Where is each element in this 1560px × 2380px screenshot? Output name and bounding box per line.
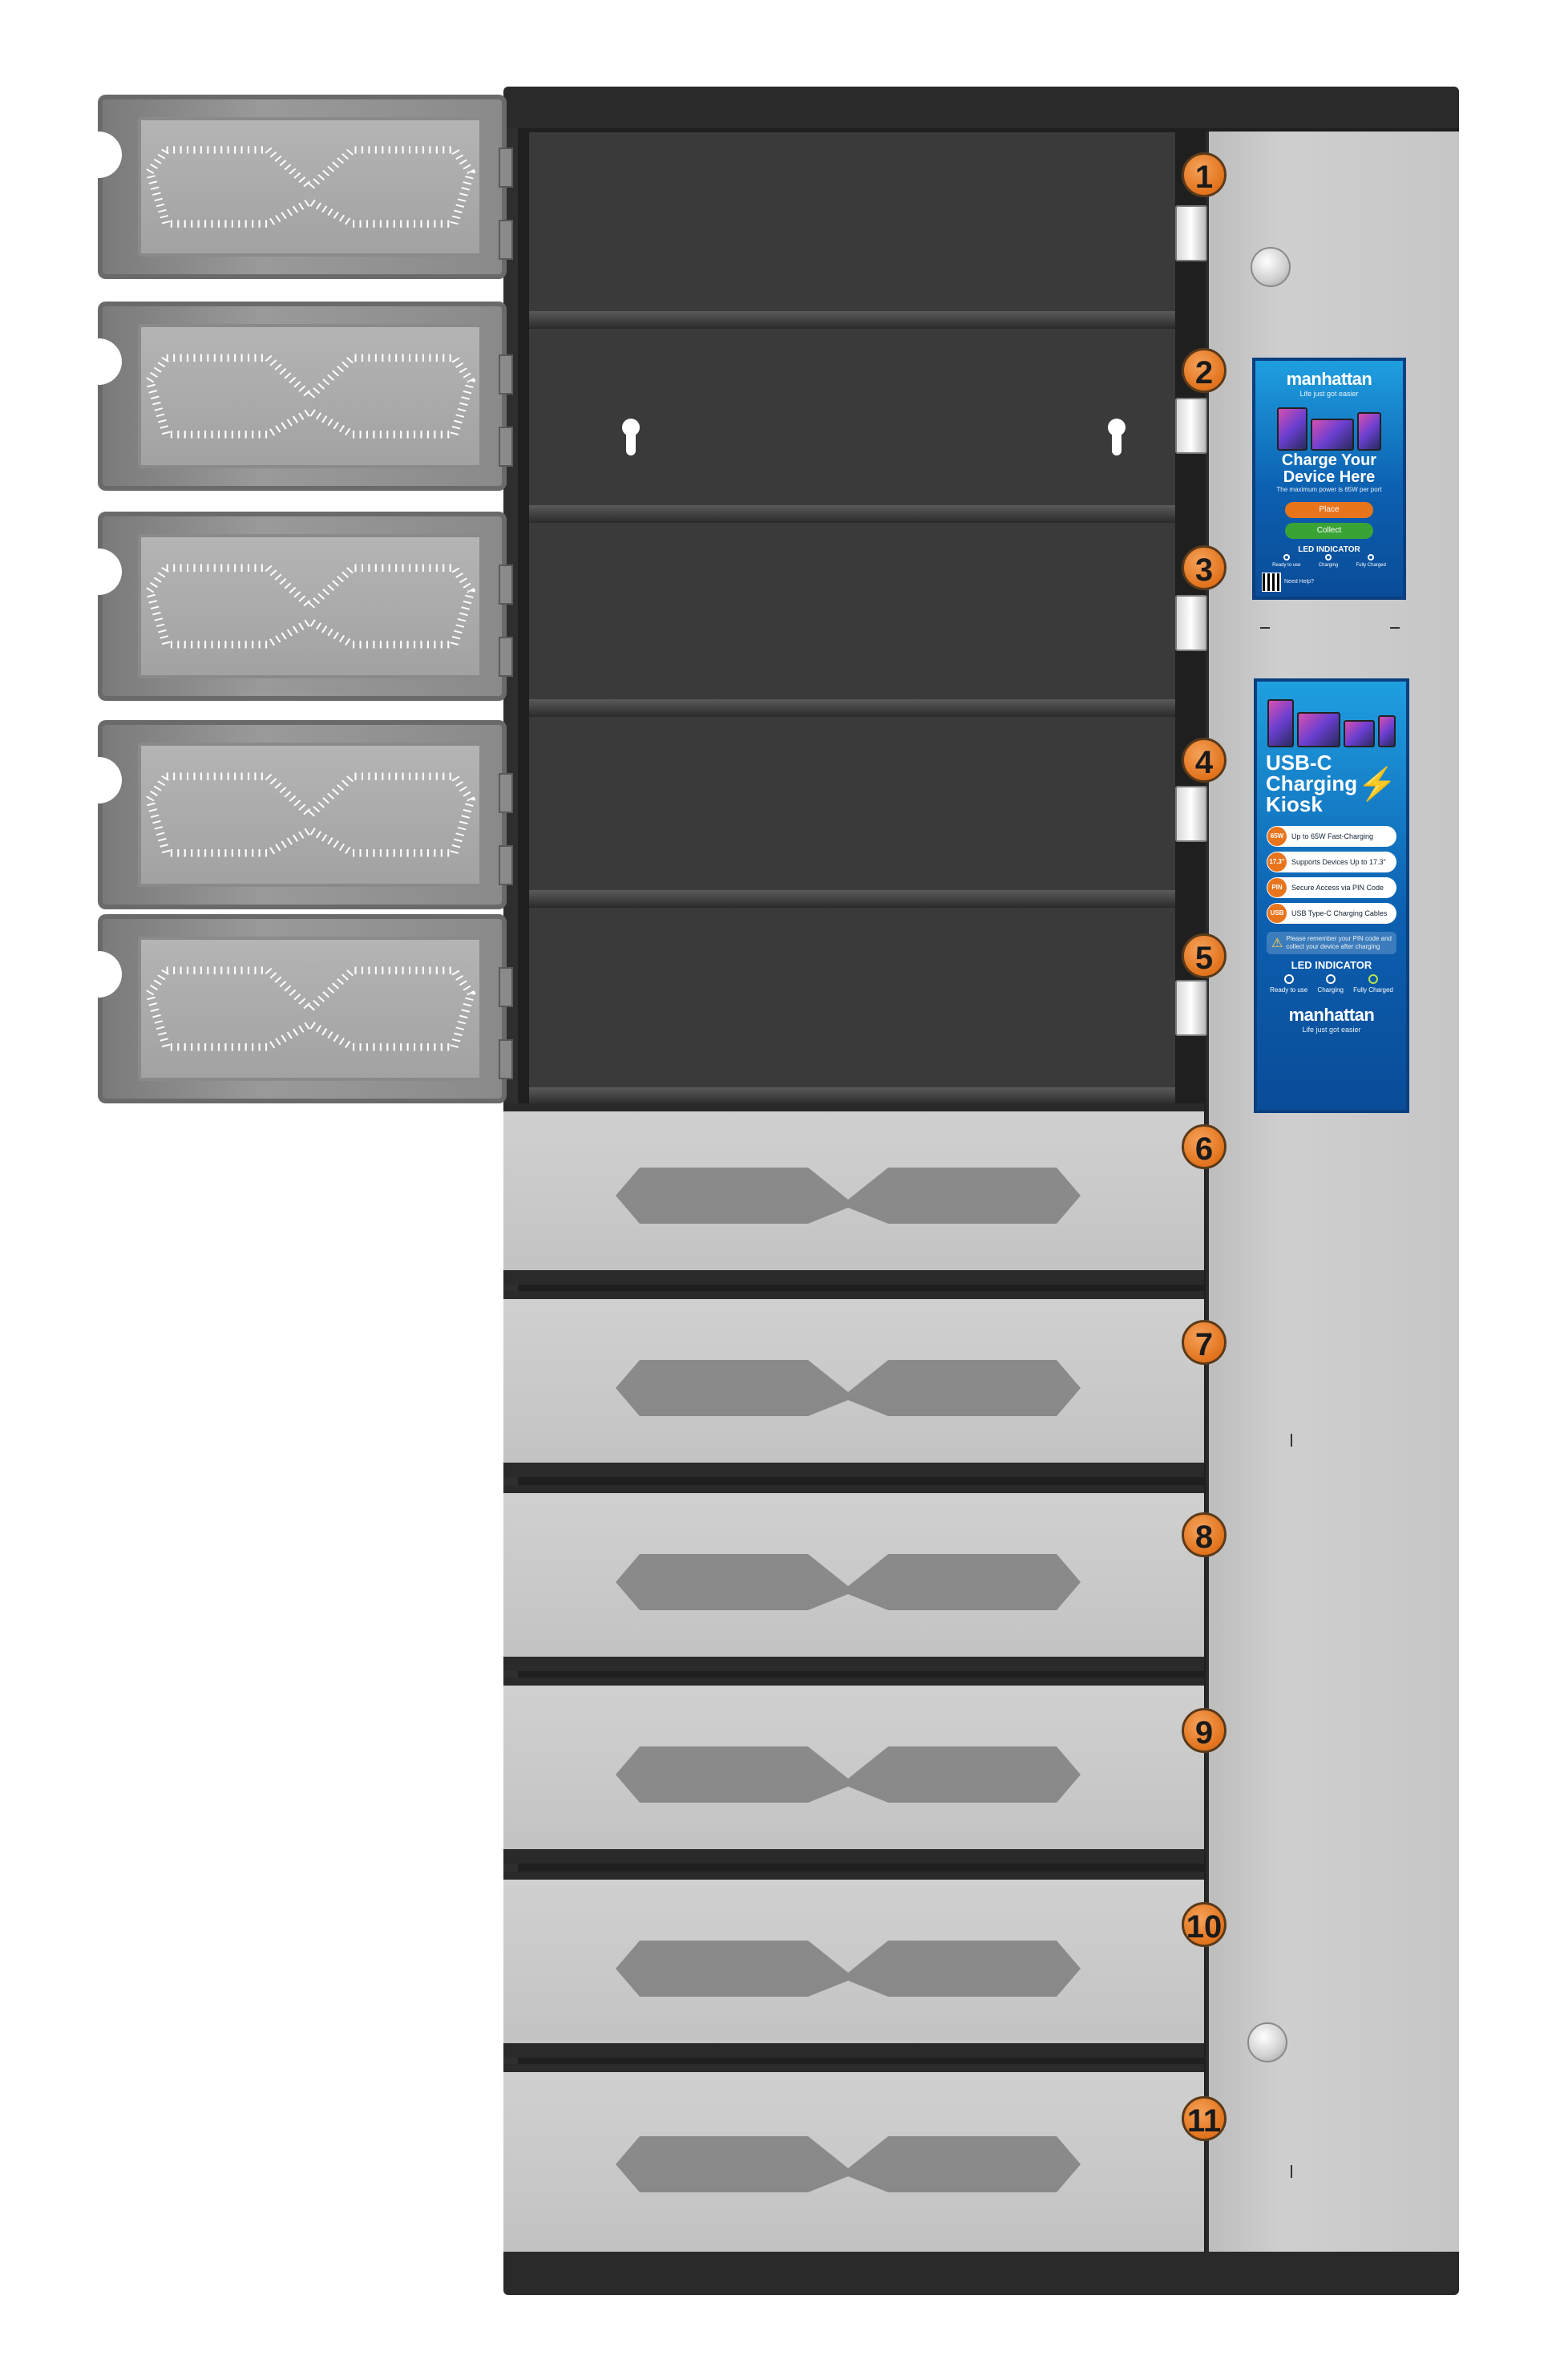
poster-title: USB-C	[1266, 751, 1332, 775]
compartment-number-badge: 3	[1182, 545, 1227, 590]
vent-pattern-icon	[144, 146, 476, 228]
shelf	[529, 505, 1175, 523]
panel-mark	[1260, 627, 1270, 629]
compartment-number-badge: 8	[1182, 1512, 1227, 1557]
poster-charge-here: manhattan Life just got easier Charge Yo…	[1252, 358, 1406, 600]
led-ready-icon	[1283, 974, 1294, 984]
collect-label: Collect	[1285, 523, 1373, 539]
shelf	[529, 699, 1175, 717]
open-door-5[interactable]	[98, 914, 513, 1103]
poster-title: Device Here	[1283, 468, 1376, 486]
poster-title: Charging	[1266, 771, 1358, 795]
compartment-number-badge: 6	[1182, 1124, 1227, 1169]
cabinet-top	[503, 87, 1459, 132]
panel-mark	[1390, 627, 1400, 629]
led-indicator-heading: LED INDICATOR	[1291, 959, 1372, 971]
closed-door-9[interactable]	[503, 1678, 1204, 1864]
open-door-2[interactable]	[98, 302, 513, 491]
led-states: Ready to use Charging Fully Charged	[1255, 554, 1403, 568]
brand-slogan: Life just got easier	[1299, 390, 1359, 398]
feature-icon: 65W	[1267, 827, 1287, 846]
led-full-icon	[1368, 554, 1375, 561]
pin-warning: ⚠ Please remember your PIN code and coll…	[1267, 932, 1396, 954]
poster-title: Charge Your	[1281, 451, 1377, 469]
devices-illustration-icon	[1267, 690, 1396, 747]
brand-slogan: Life just got easier	[1302, 1026, 1361, 1034]
closed-door-8[interactable]	[503, 1485, 1204, 1671]
qr-help: Need Help?	[1262, 573, 1396, 592]
vent-pattern-icon	[144, 354, 476, 439]
compartment-number-badge: 4	[1182, 738, 1227, 783]
poster-subtitle: The maximum power is 65W per port	[1276, 486, 1382, 493]
vent-pattern-icon	[144, 564, 476, 649]
compartment-number-badge: 1	[1182, 152, 1227, 197]
shelf	[529, 311, 1175, 329]
vent-pattern-icon	[616, 1554, 1081, 1610]
shelf	[529, 1087, 1175, 1105]
vent-pattern-icon	[144, 966, 476, 1051]
led-states: Ready to use Charging Fully Charged	[1257, 974, 1406, 994]
brand-logo: manhattan	[1286, 369, 1372, 389]
vent-pattern-icon	[616, 2136, 1081, 2192]
shelf	[529, 890, 1175, 908]
lock-feature-icon: PIN	[1267, 878, 1287, 897]
feature-icon: 17.3"	[1267, 852, 1287, 872]
keyhole-icon	[1108, 419, 1126, 455]
led-full-icon	[1368, 974, 1378, 984]
open-compartments-interior	[529, 132, 1175, 1104]
cabinet-base	[503, 2252, 1459, 2295]
panel-mark	[1291, 2165, 1292, 2178]
place-label: Place	[1285, 502, 1373, 518]
panel-mark	[1291, 1434, 1292, 1447]
compartment-number-badge: 5	[1182, 933, 1227, 978]
latch-1	[1175, 205, 1207, 261]
closed-door-6[interactable]	[503, 1103, 1204, 1285]
latch-5	[1175, 980, 1207, 1036]
cable-feature-icon: USB	[1267, 904, 1287, 923]
compartment-number-badge: 9	[1182, 1708, 1227, 1753]
led-ready-icon	[1283, 554, 1290, 561]
led-indicator-heading: LED INDICATOR	[1298, 545, 1360, 554]
lightning-bolt-icon: ⚡	[1357, 766, 1397, 802]
closed-door-11[interactable]	[503, 2064, 1204, 2253]
closed-door-7[interactable]	[503, 1291, 1204, 1477]
lock-icon[interactable]	[1247, 2022, 1287, 2062]
vent-pattern-icon	[616, 1941, 1081, 1997]
vent-pattern-icon	[616, 1747, 1081, 1803]
led-charging-icon	[1324, 554, 1332, 561]
kiosk-title-block: USB-C Charging Kiosk ⚡	[1257, 752, 1406, 815]
lock-icon[interactable]	[1251, 247, 1291, 287]
devices-illustration-icon	[1273, 403, 1385, 451]
open-door-3[interactable]	[98, 512, 513, 701]
vent-pattern-icon	[616, 1360, 1081, 1416]
latch-4	[1175, 786, 1207, 842]
vent-pattern-icon	[616, 1168, 1081, 1224]
compartment-number-badge: 10	[1182, 1902, 1227, 1947]
latch-2	[1175, 398, 1207, 454]
closed-door-10[interactable]	[503, 1872, 1204, 2058]
qr-code-icon	[1262, 573, 1281, 592]
keyhole-icon	[622, 419, 640, 455]
brand-logo: manhattan	[1288, 1005, 1375, 1025]
latch-3	[1175, 595, 1207, 651]
open-door-1[interactable]	[98, 95, 513, 279]
compartment-number-badge: 2	[1182, 348, 1227, 393]
led-charging-icon	[1325, 974, 1336, 984]
poster-title: Kiosk	[1266, 792, 1323, 816]
compartment-number-badge: 7	[1182, 1320, 1227, 1365]
feature-item: 17.3"Supports Devices Up to 17.3"	[1267, 852, 1396, 872]
warning-icon: ⚠	[1271, 937, 1283, 950]
vent-pattern-icon	[144, 772, 476, 857]
open-door-4[interactable]	[98, 720, 513, 909]
compartment-number-badge: 11	[1182, 2096, 1227, 2141]
